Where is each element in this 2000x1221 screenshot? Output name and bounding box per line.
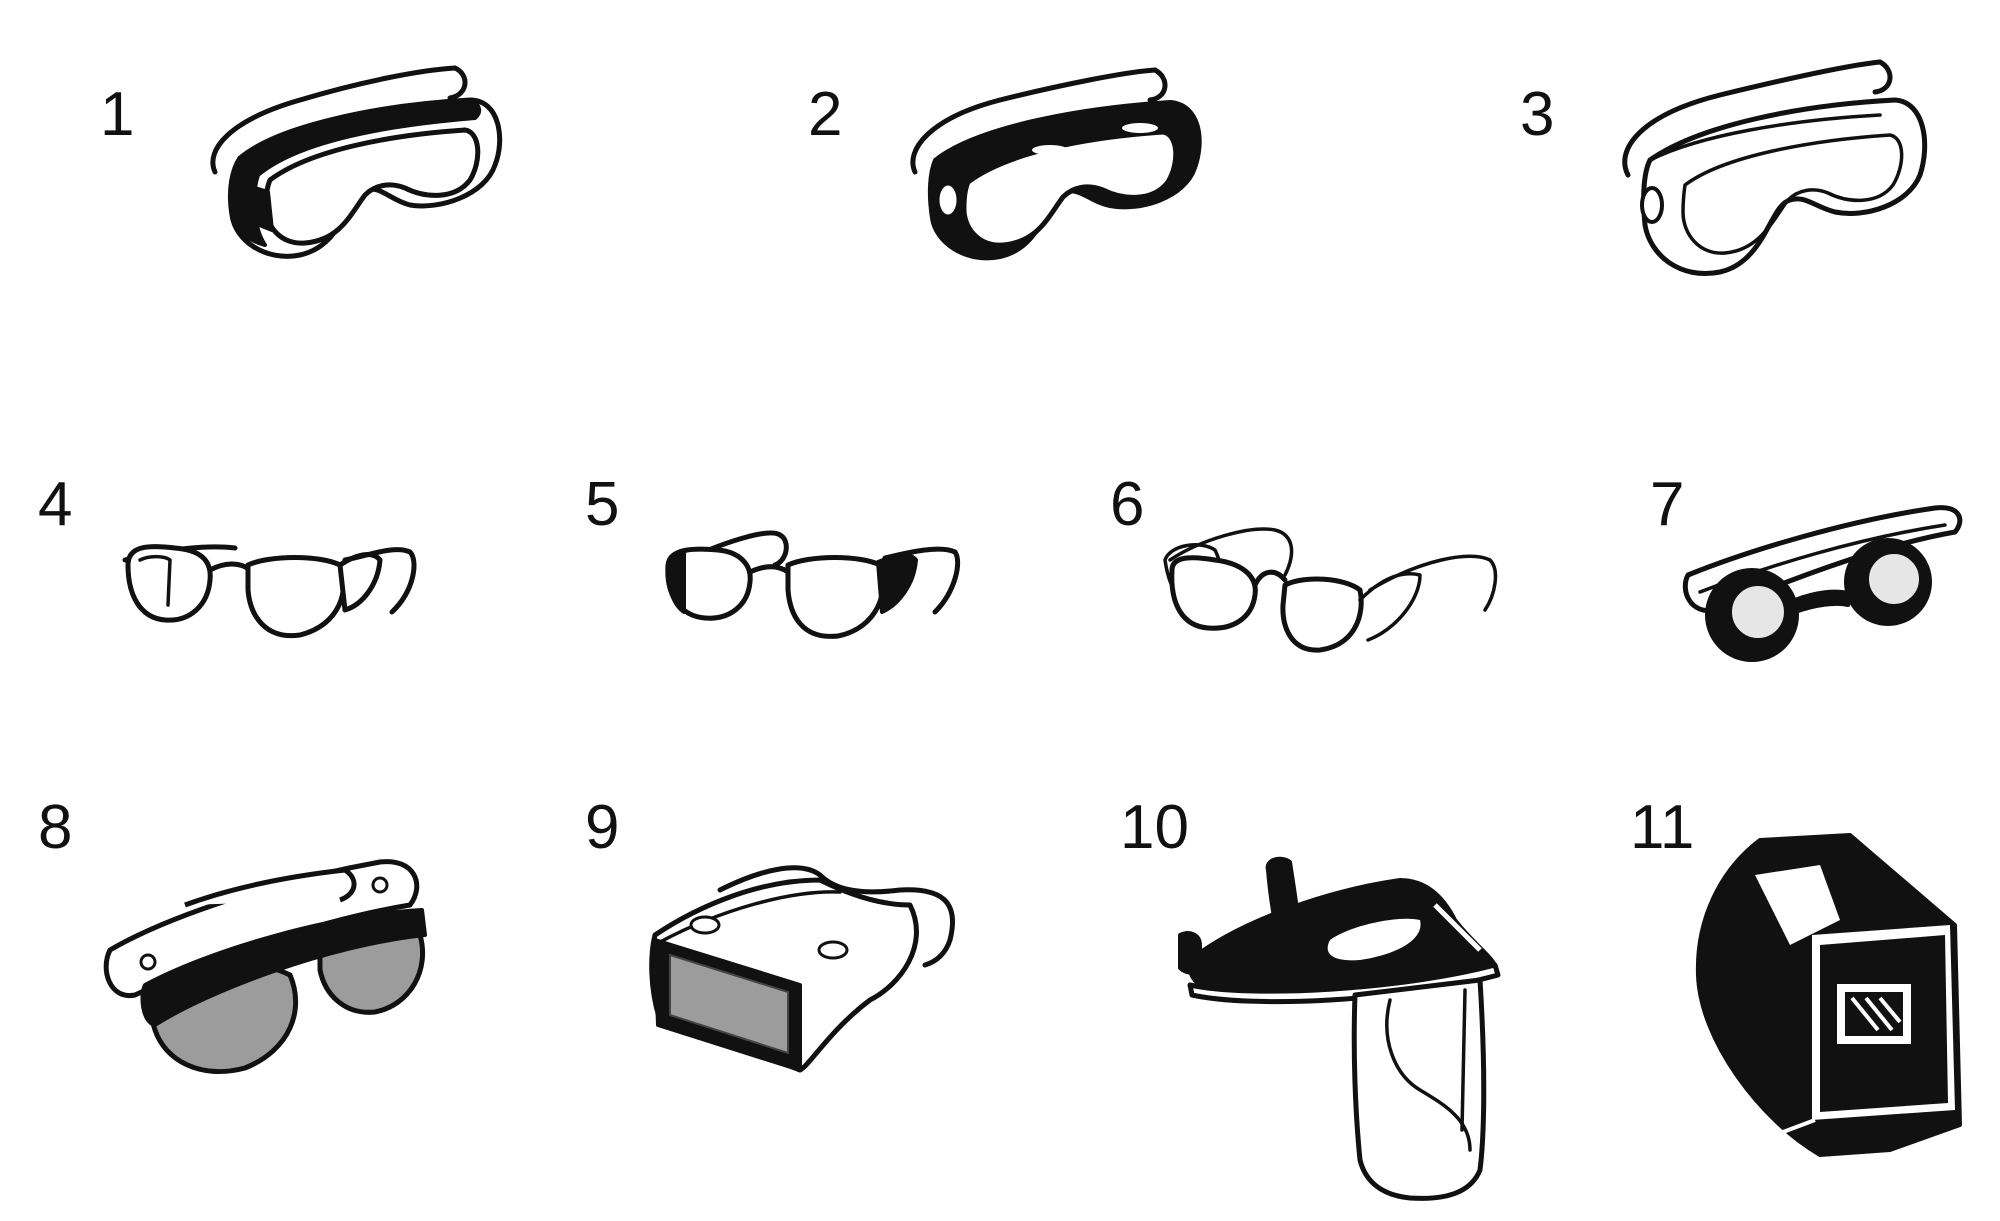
item-3: 3 bbox=[1520, 59, 1928, 276]
safety-glasses-side-shield-icon bbox=[665, 530, 961, 639]
flip-up-welding-goggles-icon bbox=[103, 859, 427, 1075]
item-4: 4 bbox=[38, 470, 417, 639]
item-10: 10 bbox=[1120, 793, 1501, 1201]
item-2: 2 bbox=[808, 67, 1202, 261]
item-11: 11 bbox=[1630, 793, 1962, 1157]
item-number: 4 bbox=[38, 470, 72, 539]
item-number: 7 bbox=[1650, 470, 1684, 539]
item-number: 2 bbox=[808, 80, 842, 149]
goggles-direct-vent-icon bbox=[910, 67, 1202, 261]
item-number: 10 bbox=[1120, 793, 1189, 862]
goggles-indirect-vent-icon bbox=[210, 65, 503, 259]
item-number: 11 bbox=[1630, 793, 1694, 862]
item-7: 7 bbox=[1650, 470, 1963, 662]
safety-glasses-wire-side-shield-icon bbox=[1163, 527, 1498, 653]
item-8: 8 bbox=[38, 793, 427, 1075]
item-number: 9 bbox=[585, 793, 619, 862]
item-number: 6 bbox=[1110, 470, 1144, 539]
item-1: 1 bbox=[100, 65, 503, 259]
item-number: 5 bbox=[585, 470, 619, 539]
eyecup-goggles-icon bbox=[1682, 505, 1963, 662]
face-shield-icon bbox=[1178, 856, 1501, 1201]
item-number: 3 bbox=[1520, 80, 1554, 149]
safety-glasses-side-shield-icon bbox=[122, 544, 417, 639]
item-number: 8 bbox=[38, 793, 72, 862]
welding-helmet-icon bbox=[1695, 833, 1962, 1157]
item-number: 1 bbox=[100, 80, 134, 149]
welding-goggles-rectangular-lens-icon bbox=[649, 865, 956, 1073]
goggles-clear-icon bbox=[1622, 59, 1928, 276]
item-6: 6 bbox=[1110, 470, 1498, 653]
item-5: 5 bbox=[585, 470, 961, 639]
item-9: 9 bbox=[585, 793, 956, 1073]
